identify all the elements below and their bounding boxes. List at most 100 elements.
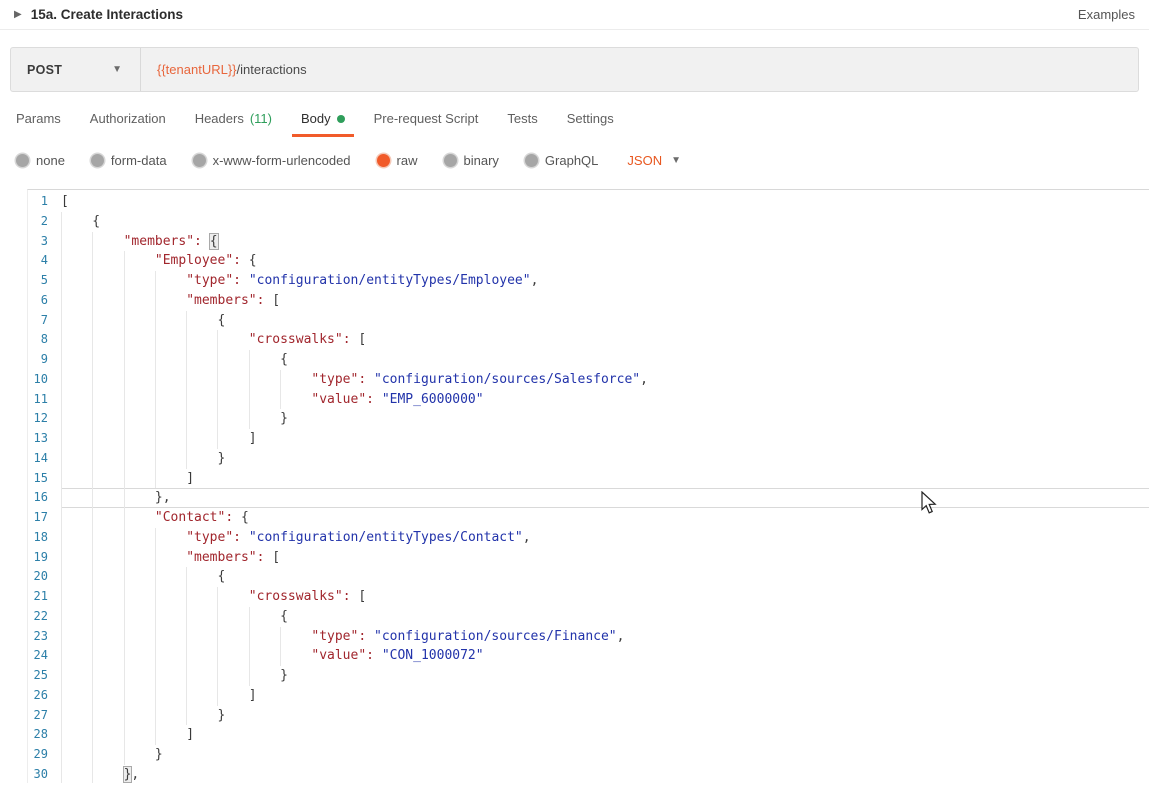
- code-line[interactable]: 27}: [28, 705, 1149, 726]
- line-number: 12: [33, 411, 48, 426]
- code-line-content: "type": "configuration/entityTypes/Emplo…: [61, 271, 1149, 291]
- tab-body[interactable]: Body: [292, 105, 354, 137]
- indent-guide: [248, 626, 280, 647]
- tab-params[interactable]: Params: [16, 105, 61, 137]
- indent-guide: [61, 745, 92, 765]
- code-line[interactable]: 22{: [28, 606, 1149, 627]
- indent-guide: [61, 587, 92, 607]
- tab-label: Authorization: [89, 111, 166, 126]
- code-line[interactable]: 24"value": "CON_1000072": [28, 646, 1149, 666]
- code-line[interactable]: 23"type": "configuration/sources/Finance…: [28, 626, 1149, 647]
- token-key: "type":: [186, 273, 241, 288]
- code-line[interactable]: 18"type": "configuration/entityTypes/Con…: [28, 527, 1149, 548]
- indent-guide: [154, 666, 186, 686]
- code-line-content: "value": "EMP_6000000": [61, 389, 1149, 410]
- code-line[interactable]: 6"members": [: [28, 290, 1149, 311]
- line-number: 24: [33, 648, 48, 663]
- indent-guide: [92, 369, 123, 390]
- request-title-group[interactable]: ▶ 15a. Create Interactions: [14, 7, 183, 22]
- line-number: 16: [33, 490, 48, 505]
- code-line[interactable]: 28]: [28, 725, 1149, 745]
- indent-guide: [92, 606, 123, 627]
- body-mode-none[interactable]: none: [16, 153, 65, 168]
- token-punc: }: [280, 411, 288, 427]
- body-code-editor[interactable]: 1[2{3"members": {4"Employee": {5"type": …: [27, 189, 1149, 783]
- body-mode-graphql[interactable]: GraphQL: [524, 152, 599, 168]
- indent-guide: [61, 211, 92, 232]
- code-line[interactable]: 2{: [28, 211, 1149, 232]
- indent-guide: [217, 606, 248, 627]
- code-line[interactable]: 11"value": "EMP_6000000": [28, 389, 1149, 410]
- tab-label: Tests: [507, 111, 538, 126]
- code-line[interactable]: 13]: [28, 429, 1149, 449]
- mode-label: GraphQL: [544, 152, 599, 168]
- code-line[interactable]: 3"members": {: [28, 231, 1149, 252]
- code-line-content: }: [61, 745, 1149, 765]
- indent-guide: [217, 666, 248, 686]
- code-line[interactable]: 15]: [28, 468, 1149, 489]
- token-punc: [: [61, 194, 69, 209]
- indent-guide: [61, 369, 92, 390]
- indent-guide: [123, 429, 155, 449]
- code-line[interactable]: 19"members": [: [28, 547, 1149, 568]
- url-input[interactable]: {{tenantURL}}/interactions: [141, 48, 1138, 91]
- tab-authorization[interactable]: Authorization: [90, 105, 166, 137]
- body-mode-raw[interactable]: raw: [376, 153, 418, 168]
- indent-guide: [154, 389, 186, 410]
- code-line[interactable]: 26]: [28, 685, 1149, 706]
- indent-guide: [186, 369, 217, 390]
- tab-tests[interactable]: Tests: [507, 105, 537, 137]
- method-label: POST: [27, 62, 63, 77]
- indent-guide: [92, 429, 123, 449]
- body-mode-x-www-form-urlencoded[interactable]: x-www-form-urlencoded: [192, 153, 351, 168]
- indent-guide: [92, 547, 123, 568]
- code-line-content: }: [61, 409, 1149, 429]
- tab-settings[interactable]: Settings: [567, 105, 614, 137]
- code-line-content: "type": "configuration/entityTypes/Conta…: [61, 527, 1149, 548]
- indent-guide: [248, 350, 280, 370]
- code-line[interactable]: 29}: [28, 745, 1149, 765]
- token-punc: {: [233, 510, 249, 525]
- code-line[interactable]: 1[: [28, 192, 1149, 212]
- indent-guide: [61, 310, 92, 331]
- code-line[interactable]: 17"Contact": {: [28, 508, 1149, 528]
- code-line[interactable]: 14}: [28, 448, 1149, 469]
- code-line[interactable]: 5"type": "configuration/entityTypes/Empl…: [28, 271, 1149, 291]
- indent-guide: [61, 764, 92, 783]
- indent-guide: [248, 646, 280, 666]
- code-line-content: }: [61, 448, 1149, 469]
- indent-guide: [92, 685, 123, 706]
- indent-guide: [123, 646, 155, 666]
- code-line[interactable]: 4"Employee": {: [28, 251, 1149, 271]
- code-line[interactable]: 8"crosswalks": [: [28, 330, 1149, 350]
- indent-guide: [280, 369, 311, 390]
- token-key: "type":: [311, 628, 367, 644]
- code-line[interactable]: 30},: [28, 764, 1149, 783]
- body-mode-form-data[interactable]: form-data: [90, 153, 167, 168]
- line-number: 14: [33, 450, 48, 465]
- tab-pre-request-script[interactable]: Pre-request Script: [374, 105, 479, 137]
- indent-guide: [123, 369, 155, 390]
- examples-link[interactable]: Examples: [1077, 7, 1135, 22]
- indent-guide: [154, 606, 186, 627]
- code-line[interactable]: 9{: [28, 350, 1149, 370]
- code-line-content: ]: [61, 725, 1149, 745]
- request-header: ▶ 15a. Create Interactions Examples: [0, 0, 1149, 30]
- code-line[interactable]: 7{: [28, 310, 1149, 331]
- method-dropdown[interactable]: POST ▼: [11, 48, 141, 91]
- body-mode-binary[interactable]: binary: [443, 153, 499, 168]
- language-dropdown[interactable]: JSON ▼: [627, 153, 681, 168]
- code-line[interactable]: 12}: [28, 409, 1149, 429]
- code-line[interactable]: 25}: [28, 666, 1149, 686]
- token-punc: },: [154, 490, 171, 506]
- indent-guide: [217, 409, 248, 429]
- tab-headers[interactable]: Headers(11): [195, 105, 272, 137]
- code-line[interactable]: 10"type": "configuration/sources/Salesfo…: [28, 369, 1149, 390]
- code-line[interactable]: 16},: [28, 488, 1149, 508]
- code-line[interactable]: 20{: [28, 567, 1149, 587]
- line-number: 19: [33, 549, 48, 564]
- collapse-triangle-icon[interactable]: ▶: [14, 9, 22, 20]
- code-line[interactable]: 21"crosswalks": [: [28, 587, 1149, 607]
- indent-guide: [217, 389, 248, 410]
- tab-label: Pre-request Script: [373, 111, 479, 126]
